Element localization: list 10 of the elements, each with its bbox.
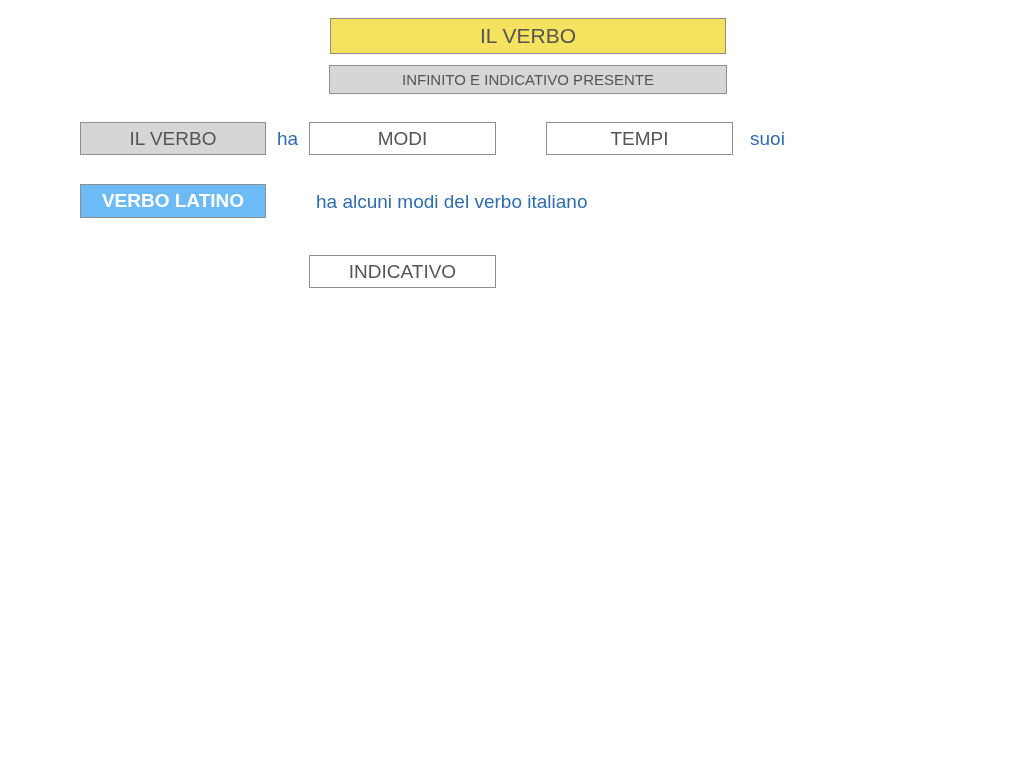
description-text: ha alcuni modi del verbo italiano [316, 191, 588, 213]
connector-word: ha [277, 128, 299, 150]
subtitle-box: INFINITO E INDICATIVO PRESENTE [329, 65, 727, 94]
highlight-box: VERBO LATINO [80, 184, 266, 218]
concept-box: TEMPI [546, 122, 733, 155]
title-box: IL VERBO [330, 18, 726, 54]
concept-box: IL VERBO [80, 122, 266, 155]
concept-box: INDICATIVO [309, 255, 496, 288]
connector-word: suoi [750, 128, 785, 150]
concept-box: MODI [309, 122, 496, 155]
